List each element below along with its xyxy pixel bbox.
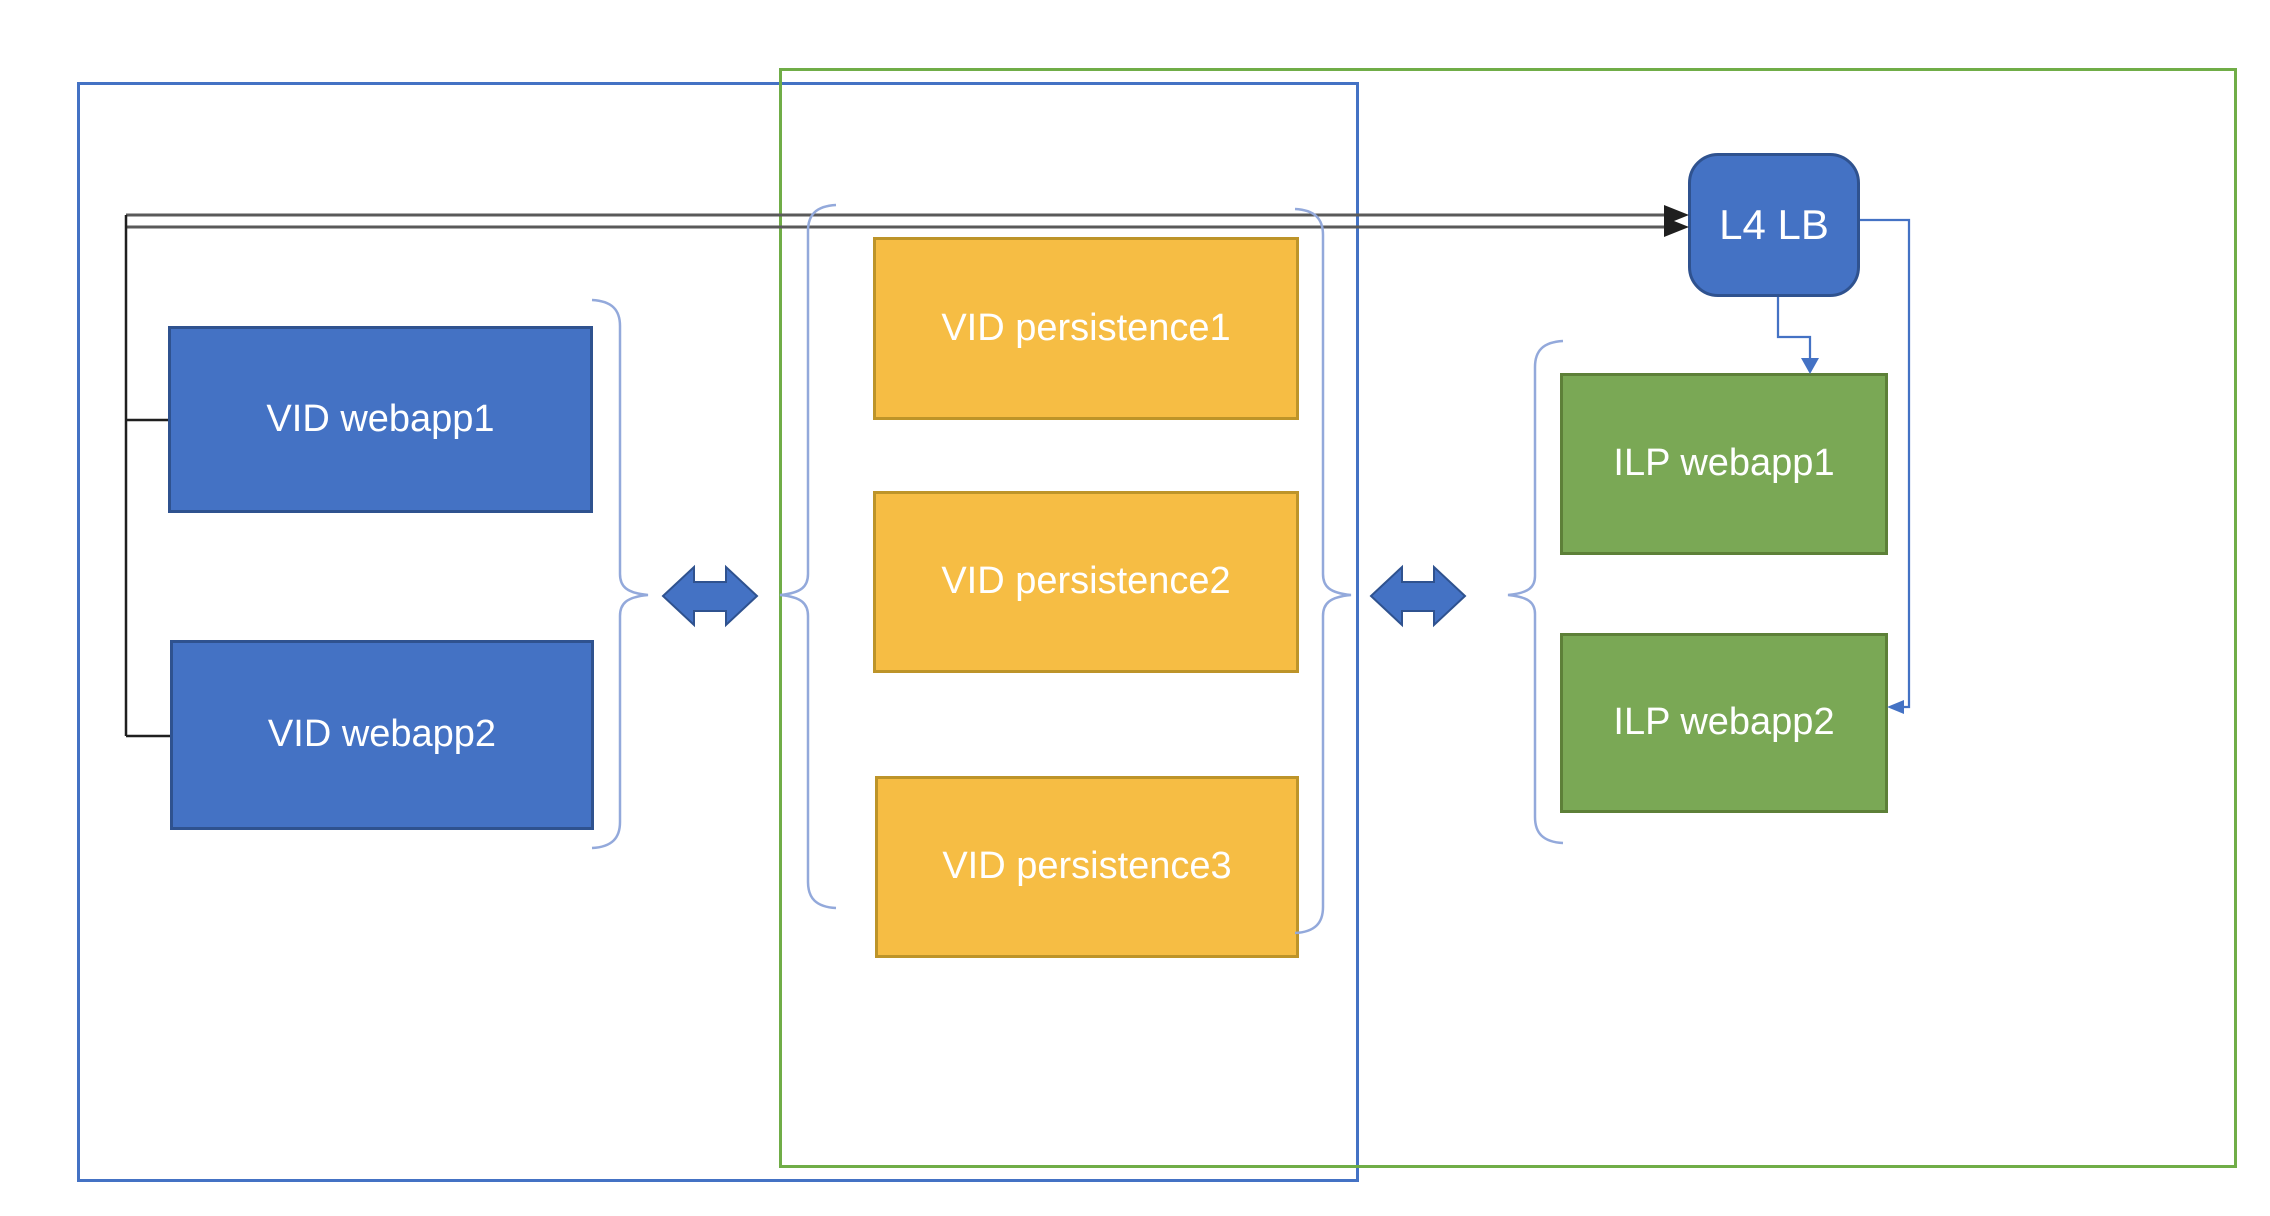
- node-label-ilp-webapp1: ILP webapp1: [1613, 442, 1835, 485]
- node-label-l4-lb: L4 LB: [1719, 200, 1829, 248]
- node-label-vid-persistence3: VID persistence3: [942, 845, 1232, 888]
- node-label-vid-persistence2: VID persistence2: [941, 560, 1231, 603]
- node-label-ilp-webapp2: ILP webapp2: [1613, 701, 1835, 744]
- node-vid-persistence2: VID persistence2: [873, 491, 1299, 673]
- node-vid-webapp1: VID webapp1: [168, 326, 593, 513]
- node-label-vid-webapp1: VID webapp1: [266, 397, 495, 440]
- node-label-vid-persistence1: VID persistence1: [941, 306, 1231, 349]
- vid-zone: [77, 82, 1359, 1182]
- node-l4-lb: L4 LB: [1688, 153, 1860, 297]
- node-vid-persistence3: VID persistence3: [875, 776, 1299, 958]
- node-vid-webapp2: VID webapp2: [170, 640, 594, 830]
- node-vid-persistence1: VID persistence1: [873, 237, 1299, 420]
- node-ilp-webapp2: ILP webapp2: [1560, 633, 1888, 813]
- node-label-vid-webapp2: VID webapp2: [267, 713, 497, 756]
- node-ilp-webapp1: ILP webapp1: [1560, 373, 1888, 555]
